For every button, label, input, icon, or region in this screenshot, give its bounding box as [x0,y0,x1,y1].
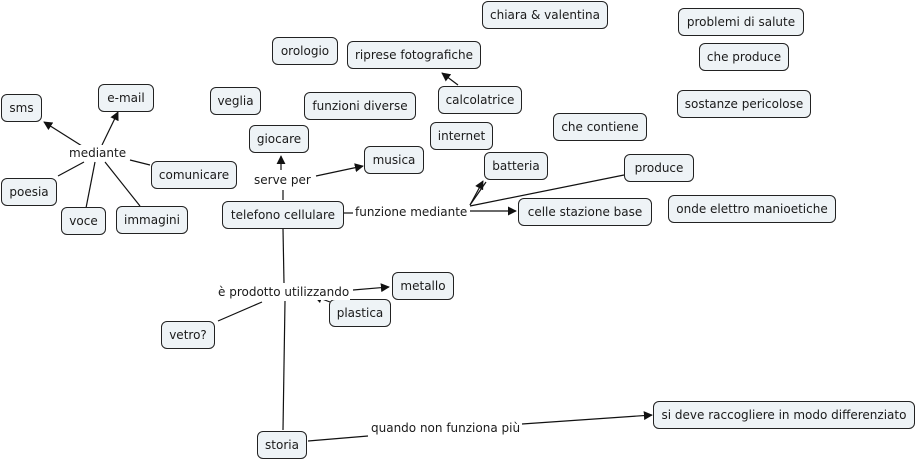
concept-che-produce[interactable]: che produce [699,43,789,71]
concept-voce[interactable]: voce [61,207,106,235]
link-prodotto-storia [282,300,286,431]
link-serveper-musica [315,163,364,177]
link-prodotto-metallo [352,283,390,293]
concept-batteria[interactable]: batteria [484,152,548,180]
link-mediante-voce [85,161,96,209]
linking-phrase-mediante[interactable]: mediante [68,145,128,161]
concept-che-contiene[interactable]: che contiene [553,113,647,141]
concept-telefono-cellulare[interactable]: telefono cellulare [222,201,344,229]
concept-metallo[interactable]: metallo [392,272,454,300]
concept-calcolatrice[interactable]: calcolatrice [438,86,522,114]
link-mediante-email [101,111,119,146]
link-comunicare-mediante [129,159,151,166]
concept-vetro[interactable]: vetro? [161,321,215,349]
concept-email[interactable]: e-mail [98,84,154,112]
link-telefono-prodotto [282,228,285,284]
concept-veglia[interactable]: veglia [210,87,261,115]
link-funzionemediante-batteria-line [469,181,487,206]
concept-plastica[interactable]: plastica [329,299,391,327]
concept-celle-stazione-base[interactable]: celle stazione base [518,198,652,226]
concept-immagini[interactable]: immagini [116,206,188,234]
concept-si-deve-raccogliere[interactable]: si deve raccogliere in modo differenziat… [653,401,915,429]
concept-orologio[interactable]: orologio [272,37,338,65]
concept-funzioni-diverse[interactable]: funzioni diverse [304,92,416,120]
linking-phrase-serve-per[interactable]: serve per [253,172,312,188]
link-funzionemediante-produce [469,174,625,207]
linking-phrase-funzione-mediante[interactable]: funzione mediante [354,204,469,220]
concept-sms[interactable]: sms [1,94,42,122]
link-mediante-poesia [57,161,85,177]
concept-problemi-di-salute[interactable]: problemi di salute [678,8,804,36]
linking-phrase-prodotto-utilizzando[interactable]: è prodotto utilizzando [217,284,351,300]
concept-internet[interactable]: internet [430,122,493,150]
concept-produce[interactable]: produce [624,154,694,182]
concept-poesia[interactable]: poesia [1,178,57,206]
link-storia-quando [307,435,369,442]
link-mediante-sms [43,121,83,147]
concept-storia[interactable]: storia [257,431,307,459]
concept-musica[interactable]: musica [364,146,424,174]
concept-giocare[interactable]: giocare [249,125,309,153]
link-prodotto-vetro [217,301,263,322]
concept-onde-elettro[interactable]: onde elettro manioetiche [668,195,836,223]
link-mediante-immagini [104,161,141,207]
concept-sostanze-pericolose[interactable]: sostanze pericolose [677,90,811,118]
concept-chiara-valentina[interactable]: chiara & valentina [482,1,608,29]
link-quando-sideve [521,411,653,425]
concept-comunicare[interactable]: comunicare [151,161,237,189]
concept-riprese-fotografiche[interactable]: riprese fotografiche [347,41,481,69]
linking-phrase-quando-non-funziona[interactable]: quando non funziona più [370,420,522,436]
link-calcolatrice-riprese [441,72,459,86]
